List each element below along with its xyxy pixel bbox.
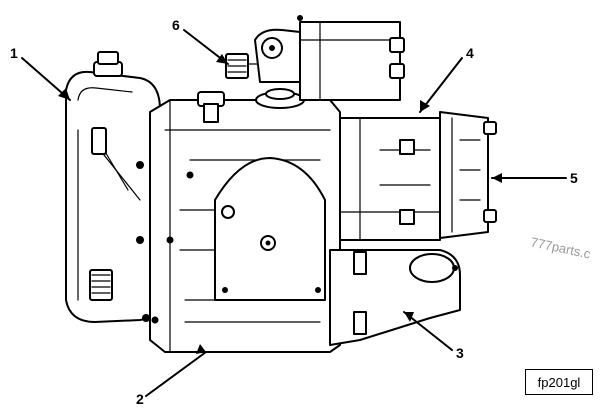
- callout-number-1: 1: [10, 45, 18, 61]
- pressure-regulator-housing: [339, 117, 441, 241]
- arrowhead-2: [196, 344, 206, 354]
- front-cover-plate: [214, 157, 326, 301]
- arrowhead-6: [216, 54, 228, 64]
- callout-number-5: 5: [570, 170, 578, 186]
- arrowhead-3: [404, 312, 414, 322]
- callout-number-4: 4: [466, 45, 474, 61]
- callout-number-3: 3: [456, 345, 464, 361]
- arrowhead-4: [420, 100, 430, 112]
- callout-number-2: 2: [136, 391, 144, 407]
- figure-id-label: fp201gl: [525, 369, 593, 395]
- shutoff-valve-assembly: [225, 15, 405, 101]
- leader-line-3: [403, 311, 453, 351]
- watermark-text: 777parts.c: [529, 234, 592, 261]
- leader-line-4: [419, 57, 463, 113]
- arrowhead-5: [492, 173, 502, 183]
- arrowhead-1: [58, 88, 70, 100]
- leader-arrowheads: [58, 54, 502, 354]
- leader-line-2: [145, 351, 207, 397]
- lower-right-housing: [329, 249, 461, 346]
- callout-number-6: 6: [172, 17, 180, 33]
- governor-housing: [65, 51, 161, 323]
- end-flange: [439, 111, 497, 239]
